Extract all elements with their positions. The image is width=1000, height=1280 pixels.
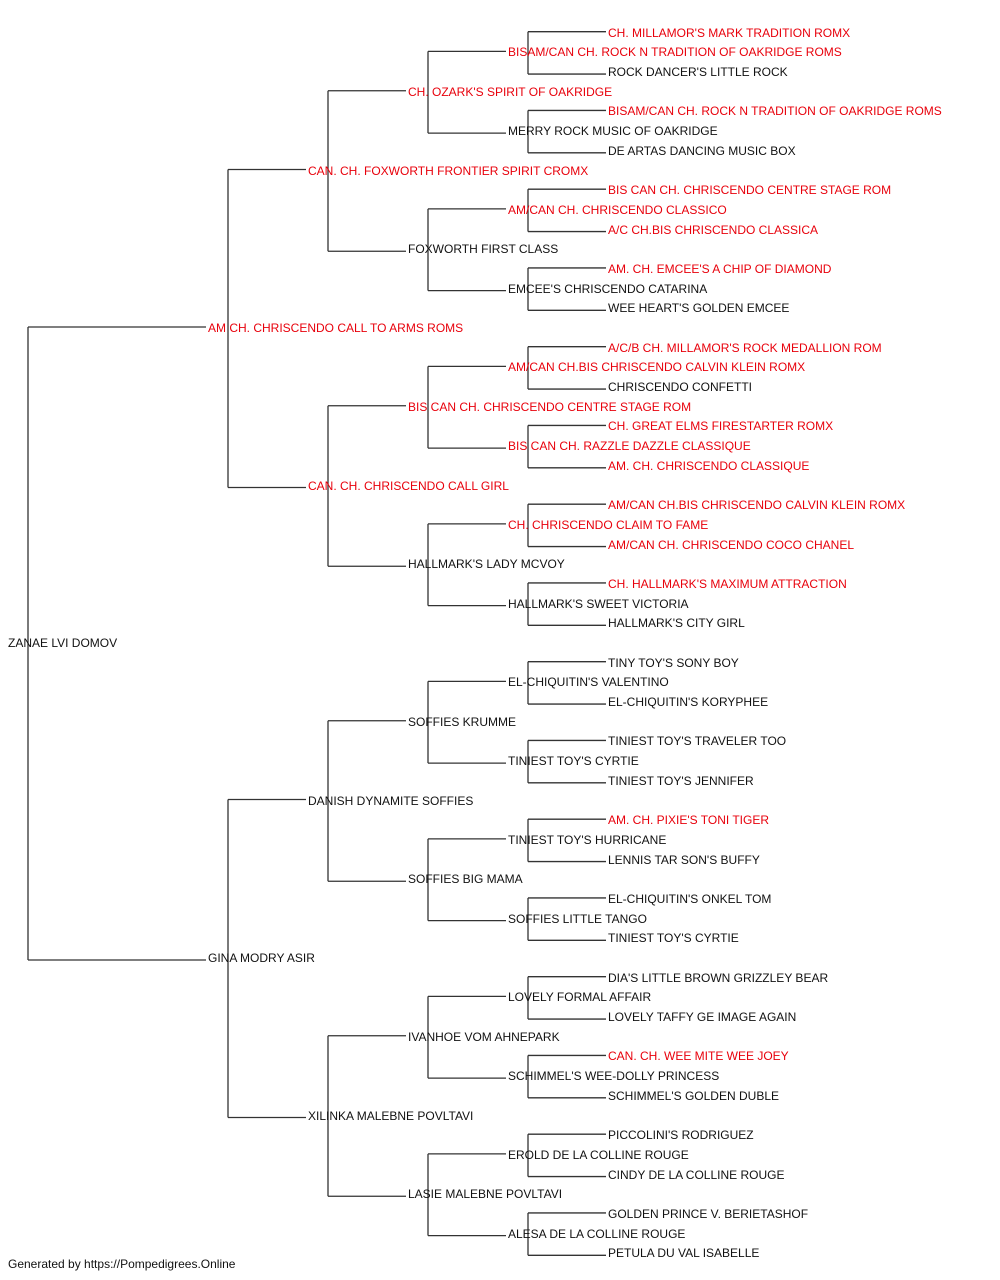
pedigree-entry-gen5[interactable]: A/C/B CH. MILLAMOR'S ROCK MEDALLION ROM <box>608 340 882 355</box>
pedigree-entry-gen3[interactable]: CH. OZARK'S SPIRIT OF OAKRIDGE <box>408 84 613 99</box>
pedigree-entry-gen5[interactable]: AM. CH. CHRISCENDO CLASSIQUE <box>608 458 810 473</box>
pedigree-entry-gen4[interactable]: ALESA DE LA COLLINE ROUGE <box>508 1226 686 1241</box>
pedigree-entry-gen5[interactable]: EL-CHIQUITIN'S ONKEL TOM <box>608 891 772 906</box>
pedigree-entry-gen5[interactable]: AM. CH. EMCEE'S A CHIP OF DIAMOND <box>608 261 832 276</box>
pedigree-entry-gen5[interactable]: CHRISCENDO CONFETTI <box>608 380 752 395</box>
pedigree-entry-gen5[interactable]: DE ARTAS DANCING MUSIC BOX <box>608 143 796 158</box>
pedigree-entry-gen4[interactable]: AM/CAN CH.BIS CHRISCENDO CALVIN KLEIN RO… <box>508 360 806 375</box>
pedigree-entry-gen4[interactable]: CH. CHRISCENDO CLAIM TO FAME <box>508 517 709 532</box>
pedigree-entry-gen4[interactable]: SOFFIES LITTLE TANGO <box>508 911 647 926</box>
pedigree-entry-gen4[interactable]: SCHIMMEL'S WEE-DOLLY PRINCESS <box>508 1069 720 1084</box>
pedigree-entry-gen5[interactable]: LENNIS TAR SON'S BUFFY <box>608 852 760 867</box>
pedigree-entry-gen5[interactable]: DIA'S LITTLE BROWN GRIZZLEY BEAR <box>608 970 829 985</box>
pedigree-entry-gen5[interactable]: TINIEST TOY'S TRAVELER TOO <box>608 734 787 749</box>
pedigree-entry-gen3[interactable]: HALLMARK'S LADY MCVOY <box>408 557 565 572</box>
pedigree-entry-gen3[interactable]: LASIE MALEBNE POVLTAVI <box>408 1187 563 1202</box>
pedigree-entry-gen4[interactable]: TINIEST TOY'S HURRICANE <box>508 832 667 847</box>
pedigree-entry-gen4[interactable]: EMCEE'S CHRISCENDO CATARINA <box>508 281 708 296</box>
pedigree-entry-gen5[interactable]: ROCK DANCER'S LITTLE ROCK <box>608 65 788 80</box>
pedigree-entry-gen3[interactable]: FOXWORTH FIRST CLASS <box>408 242 559 257</box>
pedigree-entry-gen5[interactable]: CAN. CH. WEE MITE WEE JOEY <box>608 1049 789 1064</box>
pedigree-entry-gen5[interactable]: HALLMARK'S CITY GIRL <box>608 616 745 631</box>
pedigree-entry-gen4[interactable]: AM/CAN CH. CHRISCENDO CLASSICO <box>508 202 727 217</box>
pedigree-entry-gen4[interactable]: EL-CHIQUITIN'S VALENTINO <box>508 675 669 690</box>
pedigree-entry-gen3[interactable]: IVANHOE VOM AHNEPARK <box>408 1029 560 1044</box>
pedigree-entry-gen5[interactable]: CH. MILLAMOR'S MARK TRADITION ROMX <box>608 25 851 40</box>
pedigree-entry-gen5[interactable]: AM/CAN CH.BIS CHRISCENDO CALVIN KLEIN RO… <box>608 498 906 513</box>
pedigree-entry-gen5[interactable]: LOVELY TAFFY GE IMAGE AGAIN <box>608 1010 797 1025</box>
pedigree-entry-gen4[interactable]: LOVELY FORMAL AFFAIR <box>508 990 652 1005</box>
pedigree-entry-gen5[interactable]: AM. CH. PIXIE'S TONI TIGER <box>608 813 769 828</box>
pedigree-entry-gen5[interactable]: CH. HALLMARK'S MAXIMUM ATTRACTION <box>608 576 847 591</box>
pedigree-entry-gen5[interactable]: PICCOLINI'S RODRIGUEZ <box>608 1128 754 1143</box>
pedigree-entry-gen5[interactable]: EL-CHIQUITIN'S KORYPHEE <box>608 695 769 710</box>
pedigree-entry-gen5[interactable]: TINIEST TOY'S CYRTIE <box>608 931 739 946</box>
pedigree-entry-gen4[interactable]: BISAM/CAN CH. ROCK N TRADITION OF OAKRID… <box>508 45 842 60</box>
pedigree-entry-gen4[interactable]: TINIEST TOY'S CYRTIE <box>508 754 639 769</box>
pedigree-entry-gen5[interactable]: TINY TOY'S SONY BOY <box>608 655 739 670</box>
pedigree-entry-gen4[interactable]: BIS CAN CH. RAZZLE DAZZLE CLASSIQUE <box>508 439 751 454</box>
pedigree-entry-gen3[interactable]: SOFFIES KRUMME <box>408 714 517 729</box>
pedigree-entry-gen4[interactable]: MERRY ROCK MUSIC OF OAKRIDGE <box>508 124 718 139</box>
pedigree-entry-gen5[interactable]: AM/CAN CH. CHRISCENDO COCO CHANEL <box>608 537 855 552</box>
pedigree-entry-gen0[interactable]: ZANAE LVI DOMOV <box>8 636 118 650</box>
pedigree-entry-gen5[interactable]: GOLDEN PRINCE V. BERIETASHOF <box>608 1206 809 1221</box>
pedigree-entry-gen2[interactable]: CAN. CH. FOXWORTH FRONTIER SPIRIT CROMX <box>308 163 589 178</box>
pedigree-entry-gen5[interactable]: CH. GREAT ELMS FIRESTARTER ROMX <box>608 419 834 434</box>
pedigree-entry-gen5[interactable]: WEE HEART'S GOLDEN EMCEE <box>608 301 790 316</box>
pedigree-entry-gen2[interactable]: DANISH DYNAMITE SOFFIES <box>308 793 474 808</box>
pedigree-entry-gen3[interactable]: SOFFIES BIG MAMA <box>408 872 523 887</box>
generated-by-footer: Generated by https://Pompedigrees.Online <box>8 1257 236 1271</box>
pedigree-entry-gen2[interactable]: CAN. CH. CHRISCENDO CALL GIRL <box>308 478 509 493</box>
pedigree-entry-gen5[interactable]: CINDY DE LA COLLINE ROUGE <box>608 1167 785 1182</box>
pedigree-entry-gen4[interactable]: HALLMARK'S SWEET VICTORIA <box>508 596 689 611</box>
pedigree-entry-gen5[interactable]: BISAM/CAN CH. ROCK N TRADITION OF OAKRID… <box>608 104 942 119</box>
pedigree-entry-gen1[interactable]: AM CH. CHRISCENDO CALL TO ARMS ROMS <box>208 321 464 335</box>
pedigree-entry-gen1[interactable]: GINA MODRY ASIR <box>208 951 315 965</box>
pedigree-entry-gen4[interactable]: EROLD DE LA COLLINE ROUGE <box>508 1147 689 1162</box>
pedigree-entry-gen3[interactable]: BIS CAN CH. CHRISCENDO CENTRE STAGE ROM <box>408 399 692 414</box>
pedigree-entry-gen5[interactable]: BIS CAN CH. CHRISCENDO CENTRE STAGE ROM <box>608 183 892 198</box>
pedigree-entry-gen5[interactable]: SCHIMMEL'S GOLDEN DUBLE <box>608 1088 779 1103</box>
pedigree-entry-gen5[interactable]: A/C CH.BIS CHRISCENDO CLASSICA <box>608 222 819 237</box>
pedigree-entry-gen5[interactable]: TINIEST TOY'S JENNIFER <box>608 773 754 788</box>
pedigree-entry-gen5[interactable]: PETULA DU VAL ISABELLE <box>608 1246 760 1261</box>
pedigree-entry-gen2[interactable]: XILINKA MALEBNE POVLTAVI <box>308 1108 474 1123</box>
